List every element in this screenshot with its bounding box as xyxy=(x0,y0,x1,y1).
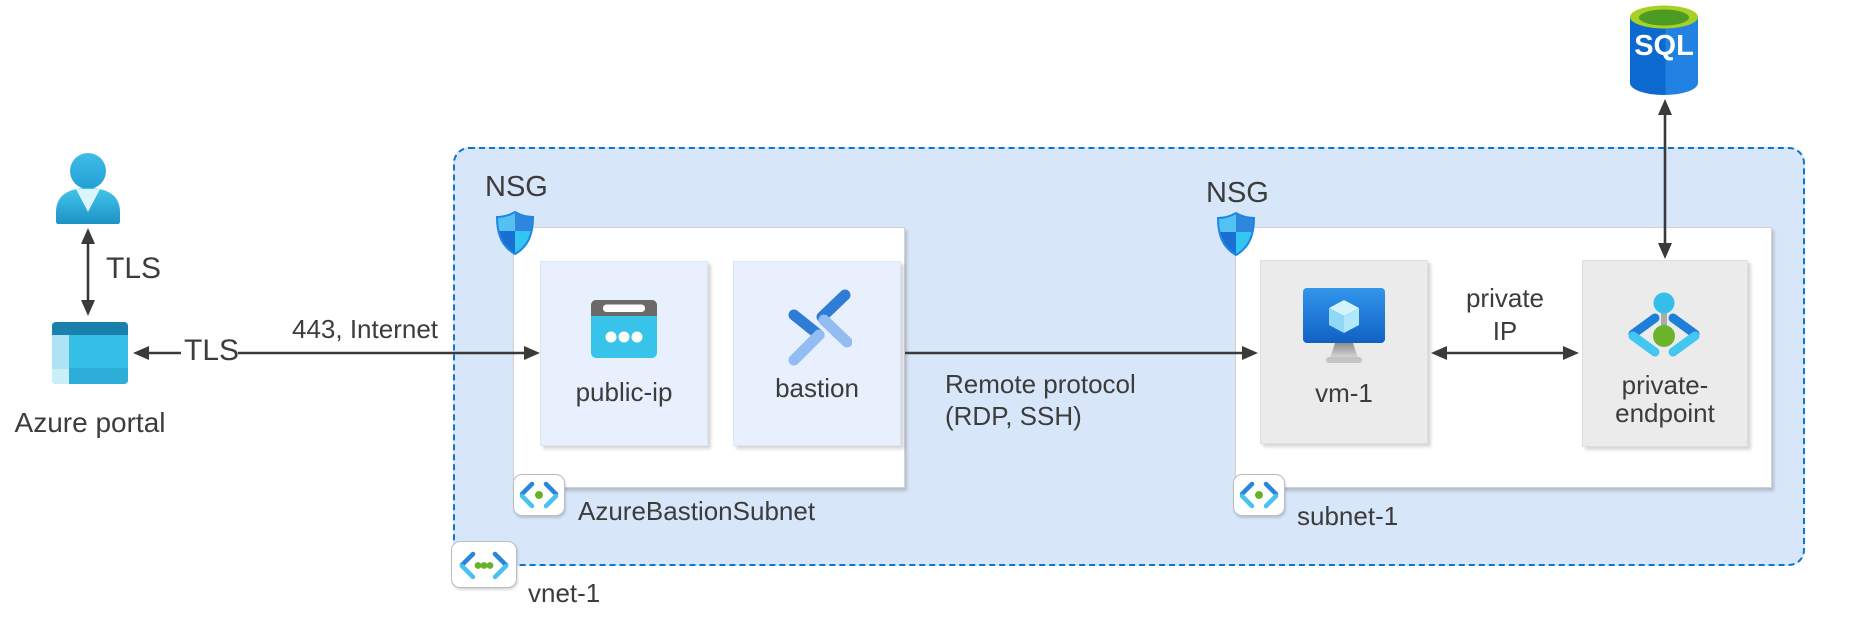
remote-protocol-label: Remote protocol (RDP, SSH) xyxy=(945,368,1136,432)
azure-portal-icon xyxy=(52,322,128,384)
nsg-shield-icon xyxy=(495,210,535,256)
resource-label: vm-1 xyxy=(1315,378,1373,408)
vnet-icon xyxy=(451,541,517,588)
resource-label-line2: endpoint xyxy=(1615,398,1715,428)
bastion-icon xyxy=(788,289,852,366)
azure-portal-label: Azure portal xyxy=(14,407,166,438)
sql-label: SQL xyxy=(1634,30,1694,62)
resource-label-line1: private- xyxy=(1621,370,1709,400)
subnet-icon xyxy=(513,474,565,516)
resource-label: bastion xyxy=(775,373,859,403)
bastion-subnet-label: AzureBastionSubnet xyxy=(578,496,816,526)
remote-protocol-line2: (RDP, SSH) xyxy=(945,401,1082,431)
remote-protocol-line1: Remote protocol xyxy=(945,369,1136,399)
public-ip-icon xyxy=(591,300,657,358)
vnet-label: vnet-1 xyxy=(528,578,601,608)
resource-label: private- endpoint xyxy=(1615,371,1715,427)
nsg-shield-icon xyxy=(1216,211,1256,257)
tls-vertical-label: TLS xyxy=(106,252,162,285)
private-ip-line1: private xyxy=(1465,283,1545,313)
nsg-label: NSG xyxy=(485,171,548,203)
resource-tile-bastion: bastion xyxy=(733,261,901,446)
resource-tile-public-ip: public-ip xyxy=(540,261,708,446)
resource-tile-private-endpoint: private- endpoint xyxy=(1582,260,1748,447)
subnet1-label: subnet-1 xyxy=(1297,501,1399,531)
resource-label: public-ip xyxy=(575,377,673,407)
resource-tile-vm: vm-1 xyxy=(1260,260,1428,444)
tls-horizontal-label: TLS xyxy=(184,334,240,367)
port-internet-label: 443, Internet xyxy=(292,314,438,344)
vm-icon xyxy=(1303,288,1385,363)
private-endpoint-icon xyxy=(1628,292,1700,357)
nsg-label: NSG xyxy=(1206,177,1269,209)
private-ip-label: private IP xyxy=(1435,282,1575,348)
private-ip-line2: IP xyxy=(1492,316,1518,346)
person-icon xyxy=(56,153,120,224)
subnet-icon xyxy=(1233,474,1285,516)
sql-database-icon xyxy=(1630,5,1698,95)
